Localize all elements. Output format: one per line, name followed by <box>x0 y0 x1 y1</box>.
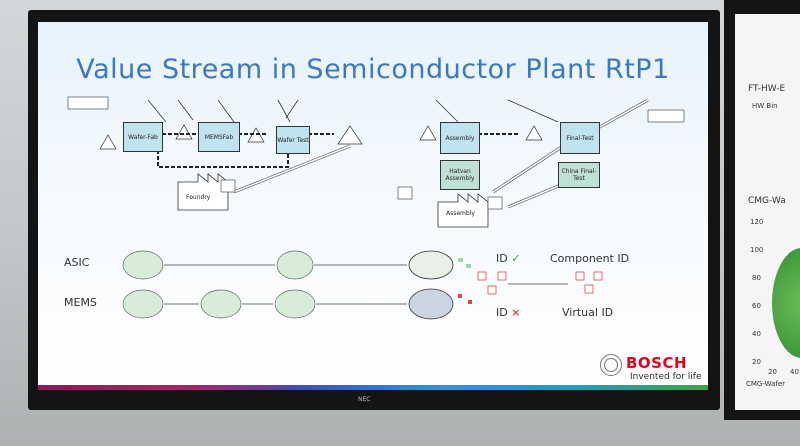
slide-screen: Value Stream in Semiconductor Plant RtP1 <box>38 22 708 390</box>
chip-icon <box>593 271 603 281</box>
slide-title: Value Stream in Semiconductor Plant RtP1 <box>76 54 670 85</box>
id-text: ID <box>496 306 508 319</box>
cross-icon: × <box>511 306 521 319</box>
mems-wafer-grid <box>408 288 454 320</box>
foundry-label: Foundry <box>186 194 211 201</box>
color-strip <box>38 385 708 390</box>
chip-icon <box>477 271 487 281</box>
mems-label: MEMS <box>64 296 97 309</box>
id-cross-label: ID × <box>496 306 520 319</box>
bosch-brand: BOSCH <box>626 354 688 372</box>
process-wafer-fab: Wafer-Fab <box>123 122 163 152</box>
bosch-slogan: Invented for life <box>630 372 702 382</box>
asic-wafer-grid <box>408 250 454 280</box>
assembly-factory-icon <box>437 193 489 228</box>
id-text: ID <box>496 252 508 265</box>
mems-wafer-1 <box>122 289 164 319</box>
assembly-factory-label: Assembly <box>446 210 475 217</box>
supplier-info-box <box>67 96 109 110</box>
right-y-tick: 40 <box>752 330 761 338</box>
inventory-triangle <box>99 134 117 150</box>
truck-icon <box>220 179 236 193</box>
process-mems-fab: MEMSFab <box>198 122 240 152</box>
truck-icon <box>487 196 503 210</box>
asic-label: ASIC <box>64 256 90 269</box>
process-wafer-test: Wafer Test <box>276 126 310 154</box>
right-monitor-sub: HW Bin <box>752 102 778 110</box>
chip-icon <box>487 285 497 295</box>
mems-wafer-2 <box>200 289 242 319</box>
mems-wafer-3 <box>274 289 316 319</box>
asic-wafer-2 <box>276 250 314 280</box>
id-check-label: ID ✓ <box>496 252 520 265</box>
customer-info-box <box>647 109 685 123</box>
virtual-id-label: Virtual ID <box>562 306 614 319</box>
asic-wafer-1 <box>122 250 164 280</box>
right-y-tick: 100 <box>750 246 764 254</box>
right-y-tick: 20 <box>752 358 761 366</box>
right-y-tick: 60 <box>752 302 761 310</box>
right-y-tick: 120 <box>750 218 764 226</box>
bosch-logo-icon <box>600 354 622 376</box>
inventory-triangle <box>419 125 437 141</box>
monitor-brand: NEC <box>358 396 371 403</box>
inventory-triangle <box>337 125 363 145</box>
right-y-tick: 80 <box>752 274 761 282</box>
right-x-tick: 20 <box>768 368 777 376</box>
right-monitor-header: FT-HW-E <box>748 84 786 94</box>
foundry-factory-icon <box>177 173 229 211</box>
check-icon: ✓ <box>511 252 521 265</box>
truck-icon <box>397 186 413 200</box>
chip-icon <box>584 284 594 294</box>
right-x-tick: 40 <box>790 368 799 376</box>
process-china-final-test: China Final-Test <box>558 162 600 188</box>
right-monitor-chart-title: CMG-Wa <box>748 196 786 206</box>
value-stream-diagram <box>67 96 685 320</box>
right-monitor-footer: CMG-Wafer <box>746 380 786 388</box>
process-final-test: Final-Test <box>560 122 600 154</box>
process-hatvan-assembly: Hatvan Assembly <box>440 160 480 190</box>
inventory-triangle <box>175 124 193 140</box>
process-assembly: Assembly <box>440 122 480 154</box>
chip-icon <box>497 271 507 281</box>
inventory-triangle <box>525 125 543 141</box>
chip-icon <box>575 271 585 281</box>
component-id-label: Component ID <box>550 252 630 265</box>
